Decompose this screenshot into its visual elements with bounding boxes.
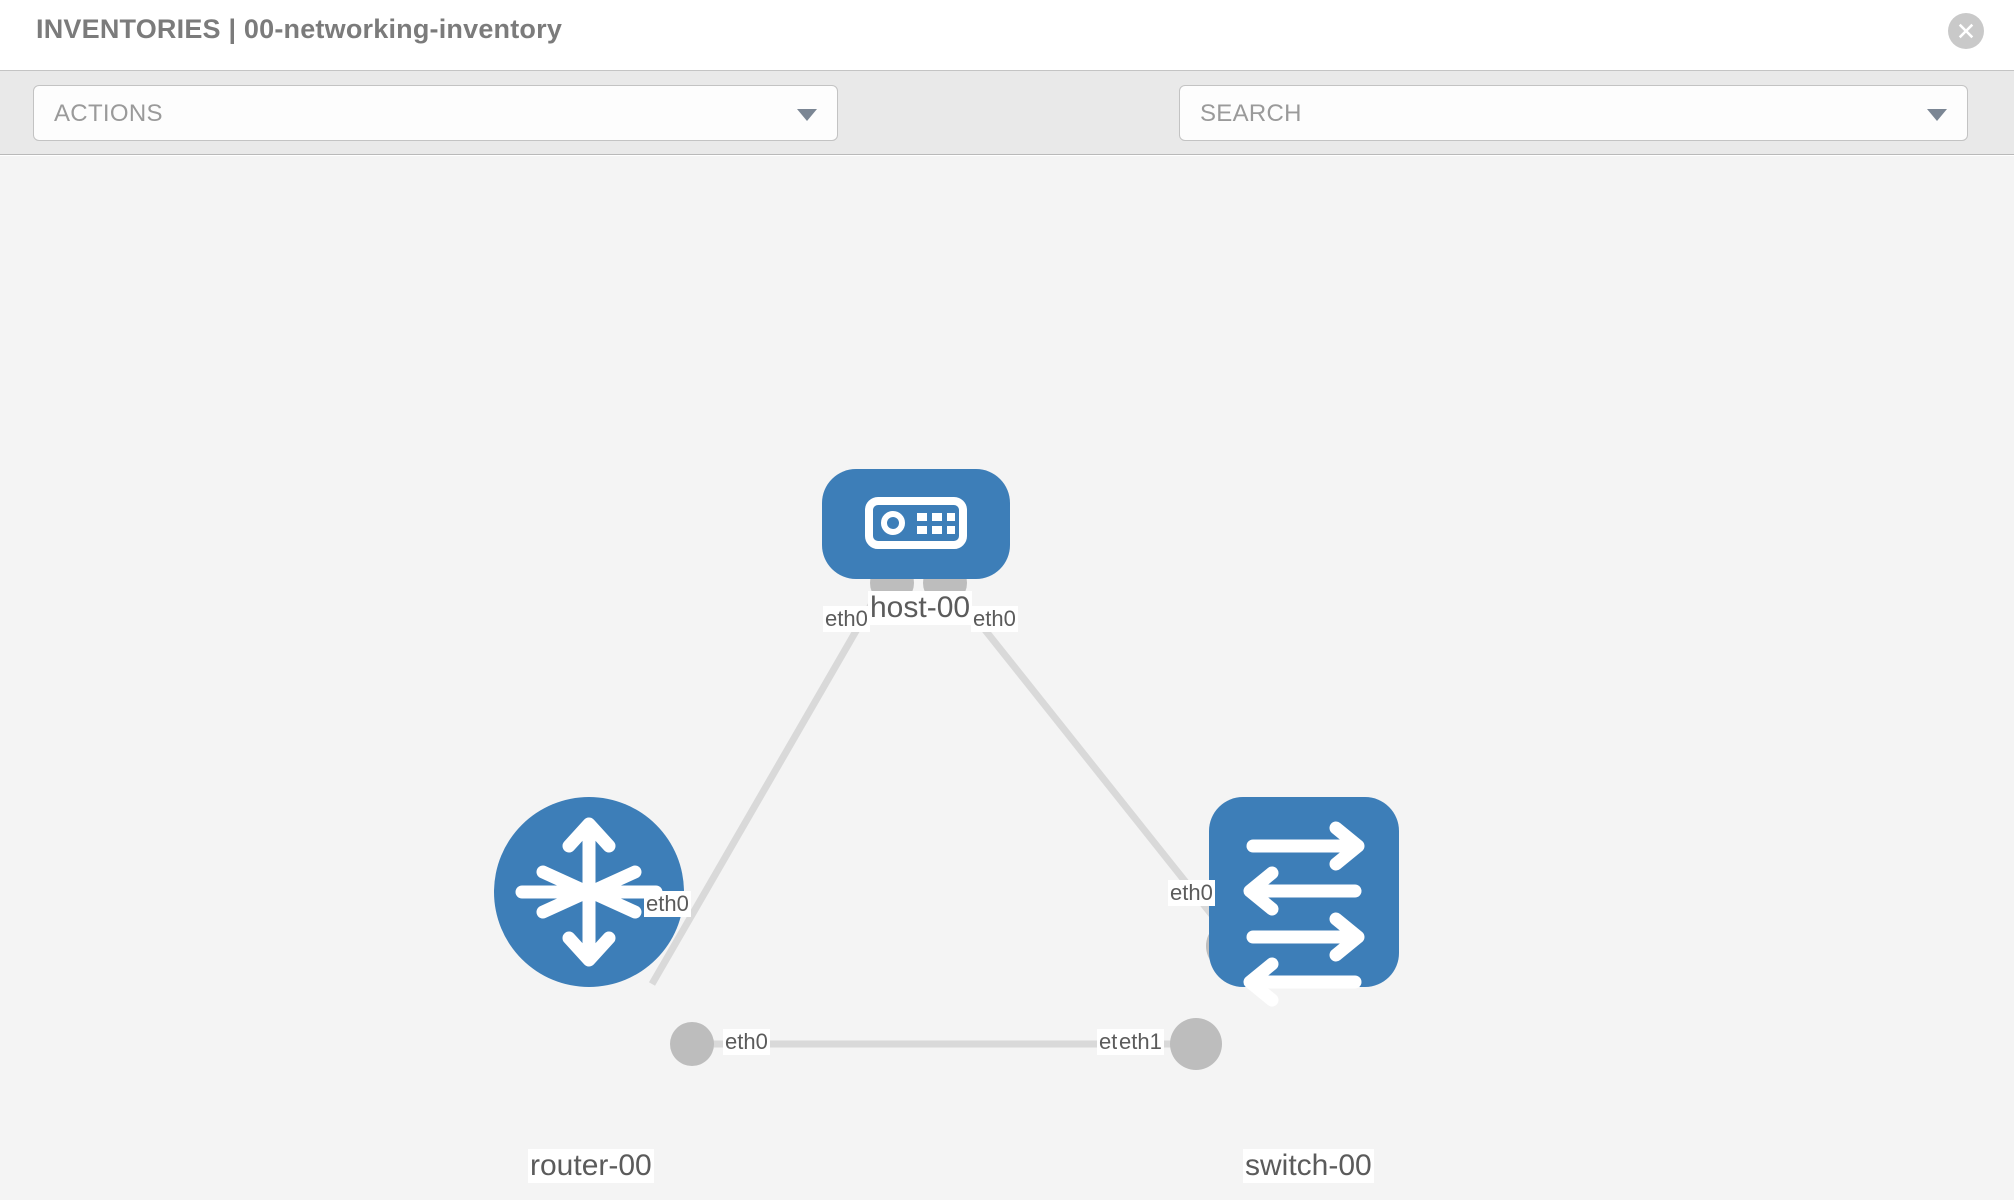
node-host-00[interactable] bbox=[822, 469, 1010, 579]
node-label-router-00: router-00 bbox=[528, 1149, 654, 1183]
actions-dropdown-label: ACTIONS bbox=[54, 100, 163, 127]
close-icon[interactable] bbox=[1948, 13, 1984, 49]
link-host-router bbox=[648, 584, 886, 986]
interface-label: eth0 bbox=[1168, 880, 1215, 906]
page-header: INVENTORIES | 00-networking-inventory bbox=[0, 0, 2014, 70]
interface-label: eth0 bbox=[971, 606, 1018, 632]
node-switch-00[interactable] bbox=[1209, 797, 1399, 1007]
topology-canvas[interactable]: eth0 host-00 eth0 eth0 eth0 eth0 eth0 et… bbox=[0, 156, 2014, 1200]
page-title: INVENTORIES | 00-networking-inventory bbox=[36, 14, 563, 44]
node-router-00[interactable] bbox=[494, 797, 684, 987]
interface-label: eth0 bbox=[723, 1029, 770, 1055]
node-label-switch-00: switch-00 bbox=[1243, 1149, 1374, 1183]
toolbar: ACTIONS bbox=[0, 70, 2014, 200]
search-input[interactable]: SEARCH bbox=[1179, 85, 1968, 141]
server-appliance-icon bbox=[865, 497, 967, 549]
interface-label: eth0 bbox=[644, 891, 691, 917]
chevron-down-icon bbox=[1927, 109, 1947, 121]
node-label-host-00: host-00 bbox=[868, 591, 973, 625]
search-placeholder-label: SEARCH bbox=[1200, 100, 1302, 127]
interface-label: eth0 bbox=[823, 606, 870, 632]
interface-endpoint bbox=[1170, 1018, 1222, 1070]
topology-graph bbox=[494, 469, 1399, 1070]
actions-dropdown[interactable]: ACTIONS bbox=[33, 85, 838, 141]
interface-endpoints bbox=[670, 561, 1258, 1070]
interface-endpoint bbox=[670, 1022, 714, 1066]
chevron-down-icon bbox=[797, 109, 817, 121]
switch-arrows-icon bbox=[1243, 821, 1365, 1007]
router-arrows-icon bbox=[515, 817, 663, 967]
interface-label: eth1 bbox=[1117, 1029, 1164, 1055]
